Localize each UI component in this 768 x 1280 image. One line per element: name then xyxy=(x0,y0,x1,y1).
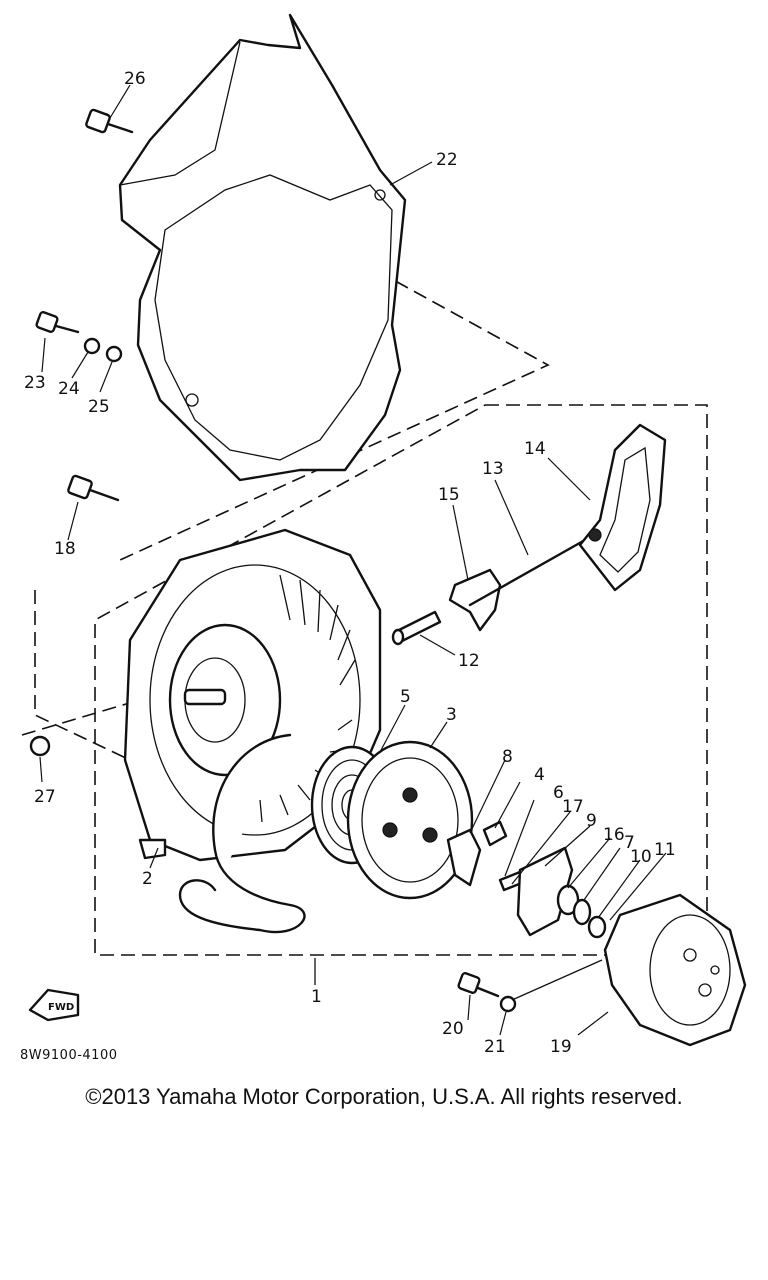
part-22-cover xyxy=(118,13,407,482)
part-13-rope xyxy=(468,538,587,607)
part-4-pin xyxy=(482,820,508,847)
part-19-pulley xyxy=(603,893,747,1047)
label-9: 9 xyxy=(586,811,597,831)
part-26-bolt xyxy=(85,108,134,134)
part-14-handle xyxy=(578,423,667,592)
part-10-nut xyxy=(587,915,607,939)
label-21: 21 xyxy=(484,1037,506,1057)
part-7-spring xyxy=(572,898,592,926)
fwd-label: FWD xyxy=(48,1002,74,1013)
part-22-fold xyxy=(119,41,241,186)
part-25-washer xyxy=(105,345,123,363)
starter-cable xyxy=(178,733,306,934)
label-10: 10 xyxy=(630,847,652,867)
part-16-washer xyxy=(556,884,580,916)
part-22-hole xyxy=(185,393,199,407)
label-20: 20 xyxy=(442,1019,464,1039)
label-2: 2 xyxy=(142,869,153,889)
fwd-arrow-icon: FWD xyxy=(28,988,80,1022)
copyright-notice: ©2013 Yamaha Motor Corporation, U.S.A. A… xyxy=(85,1084,683,1109)
label-24: 24 xyxy=(58,379,80,399)
label-13: 13 xyxy=(482,459,504,479)
part-20-bolt xyxy=(457,972,500,998)
mounting-leader-upper xyxy=(119,189,550,561)
label-5: 5 xyxy=(400,687,411,707)
label-17: 17 xyxy=(562,797,584,817)
part-27-nut xyxy=(29,735,51,757)
part-18-bolt xyxy=(67,474,120,502)
part-15-guide xyxy=(448,568,502,632)
part-22-inner-edge xyxy=(154,174,393,461)
label-8: 8 xyxy=(502,747,513,767)
label-12: 12 xyxy=(458,651,480,671)
part-3-drum xyxy=(346,740,474,900)
part-23-bolt xyxy=(35,311,80,334)
label-14: 14 xyxy=(524,439,546,459)
label-16: 16 xyxy=(603,825,625,845)
label-4: 4 xyxy=(534,765,545,785)
label-7: 7 xyxy=(624,833,635,853)
label-22: 22 xyxy=(436,150,458,170)
part-24-washer xyxy=(83,337,101,355)
label-23: 23 xyxy=(24,373,46,393)
mounting-leader-bolt27 xyxy=(21,684,191,736)
assembly-boundary xyxy=(94,404,708,956)
part-8-pawl xyxy=(446,828,482,887)
label-26: 26 xyxy=(124,69,146,89)
part-12-shaft xyxy=(391,610,442,646)
label-19: 19 xyxy=(550,1037,572,1057)
part-21-leader xyxy=(511,959,603,1001)
part-21-washer xyxy=(499,995,517,1013)
part-22-hole-2 xyxy=(374,189,386,201)
exploded-parts-diagram: FWD 26 22 23 24 25 18 15 13 14 12 xyxy=(21,13,747,1057)
label-15: 15 xyxy=(438,485,460,505)
label-25: 25 xyxy=(88,397,110,417)
label-1: 1 xyxy=(311,987,322,1007)
callout-lines xyxy=(39,84,667,1036)
label-6: 6 xyxy=(553,783,564,803)
label-11: 11 xyxy=(654,840,676,860)
label-3: 3 xyxy=(446,705,457,725)
mounting-leader-left xyxy=(34,590,131,761)
diagram-code: 8W9100-4100 xyxy=(20,1048,118,1063)
label-18: 18 xyxy=(54,539,76,559)
label-27: 27 xyxy=(34,787,56,807)
